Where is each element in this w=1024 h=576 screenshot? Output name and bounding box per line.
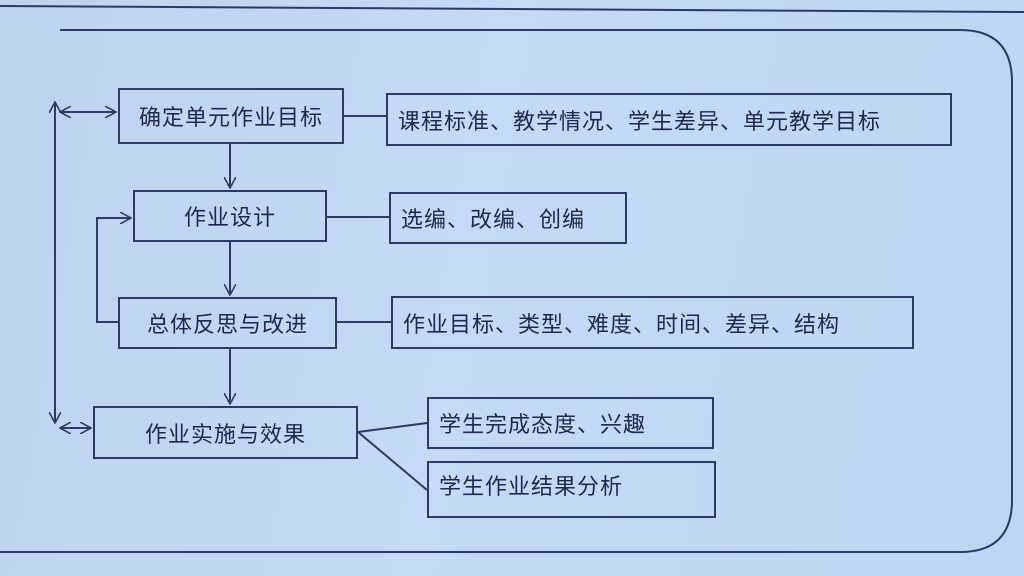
detail-label: 作业目标、类型、难度、时间、差异、结构 xyxy=(403,312,841,338)
detail-label: 学生完成态度、兴趣 xyxy=(439,413,647,438)
detail-label: 学生作业结果分析 xyxy=(439,475,624,500)
detail-box-design: 选编、改编、创编 xyxy=(389,192,627,244)
step-box-reflect: 总体反思与改进 xyxy=(118,297,337,349)
connector-4a xyxy=(357,422,428,433)
rounded-frame xyxy=(0,29,1013,553)
detail-box-reflect: 作业目标、类型、难度、时间、差异、结构 xyxy=(391,296,914,349)
detail-label: 选编、改编、创编 xyxy=(401,208,586,233)
step-box-implement: 作业实施与效果 xyxy=(93,406,358,459)
step-label: 作业设计 xyxy=(183,206,276,231)
step-label: 作业实施与效果 xyxy=(144,422,306,448)
step-box-design: 作业设计 xyxy=(133,190,327,242)
step-label: 总体反思与改进 xyxy=(146,313,308,338)
detail-label: 课程标准、教学情况、学生差异、单元教学目标 xyxy=(398,109,882,135)
detail-box-goals: 课程标准、教学情况、学生差异、单元教学目标 xyxy=(386,93,952,146)
step-label: 确定单元作业目标 xyxy=(138,106,323,131)
detail-box-attitude: 学生完成态度、兴趣 xyxy=(427,397,714,449)
connector-4b xyxy=(357,431,428,491)
top-border-line xyxy=(0,5,1024,13)
feedback-arrow xyxy=(96,218,131,323)
step-box-set-goals: 确定单元作业目标 xyxy=(118,88,344,144)
detail-box-results: 学生作业结果分析 xyxy=(427,461,716,518)
